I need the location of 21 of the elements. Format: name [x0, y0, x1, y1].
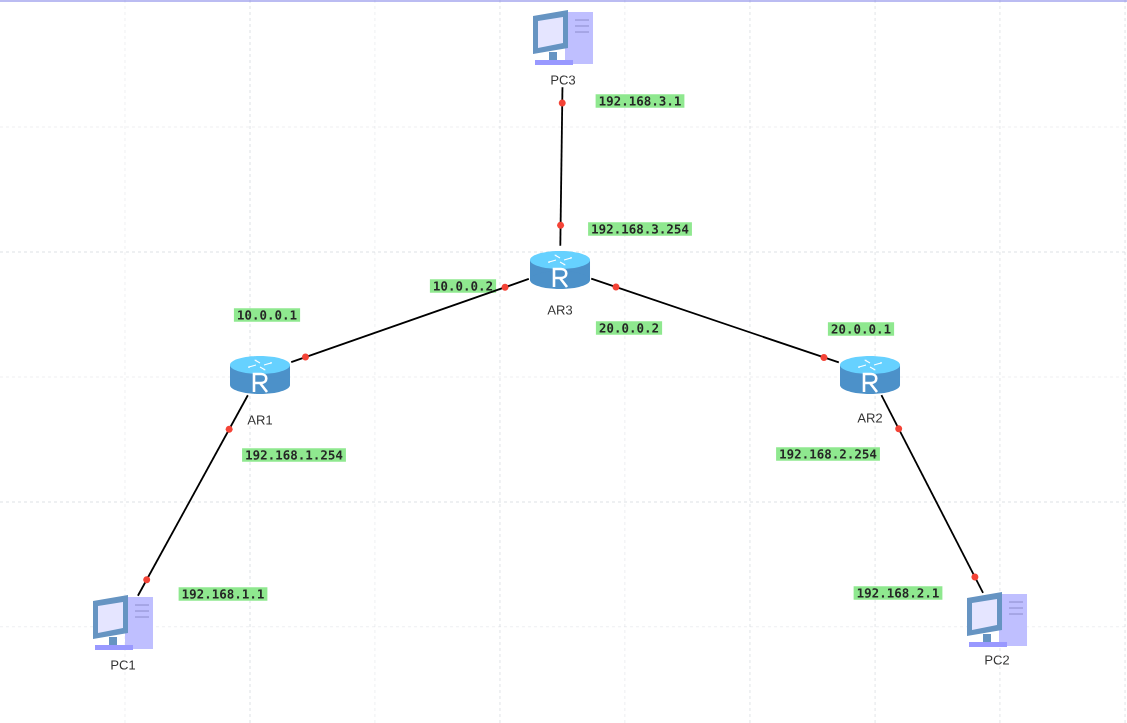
ip-address-label: 192.168.1.254: [242, 448, 346, 462]
device-label: PC3: [551, 75, 576, 85]
network-link: [137, 394, 249, 597]
ip-address-label: 10.0.0.2: [429, 279, 497, 293]
device-label: AR2: [857, 413, 882, 423]
ip-address-label: 10.0.0.1: [233, 308, 301, 322]
network-link: [880, 394, 984, 594]
ip-address-label: 20.0.0.1: [827, 322, 895, 336]
device-label: AR1: [247, 415, 272, 425]
ip-address-label: 192.168.3.1: [595, 94, 685, 108]
network-link: [559, 86, 564, 247]
ip-address-label: 192.168.1.1: [178, 587, 268, 601]
ip-address-label: 192.168.2.1: [853, 586, 943, 600]
network-link: [290, 278, 530, 363]
ip-address-label: 192.168.2.254: [776, 447, 880, 461]
ip-address-label: 20.0.0.2: [595, 321, 663, 335]
device-label: PC1: [111, 660, 135, 670]
device-label: PC2: [985, 655, 1009, 665]
network-link: [590, 277, 840, 364]
ip-address-label: 192.168.3.254: [588, 222, 692, 236]
device-label: AR3: [547, 305, 573, 315]
